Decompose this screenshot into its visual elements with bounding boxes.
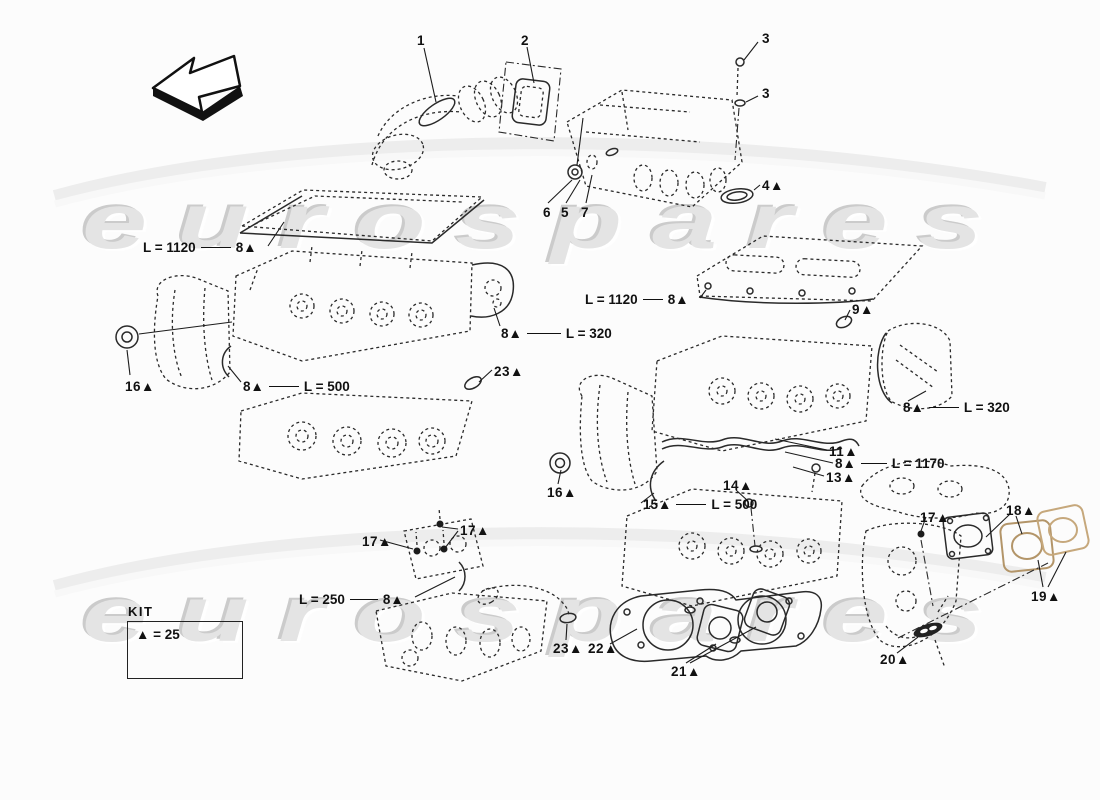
o-ring-9 — [835, 315, 853, 329]
o-ring-23-upper — [464, 376, 482, 390]
cam-housing-left-drawing — [221, 345, 473, 480]
measure-8-L320-left[interactable]: 8▲L = 320 — [501, 326, 612, 341]
kit-title: KIT — [128, 604, 154, 619]
measure-8-L320-right[interactable]: 8▲L = 320 — [903, 400, 1010, 415]
callout-17-left[interactable]: 17▲ — [362, 534, 392, 549]
callout-5[interactable]: 5 — [561, 205, 570, 220]
seal-16-center — [549, 452, 571, 474]
bolt-3-drawing — [734, 57, 746, 161]
front-cover-left-drawing — [115, 274, 233, 390]
callout-22[interactable]: 22▲ — [588, 641, 618, 656]
callout-2[interactable]: 2 — [521, 33, 530, 48]
stud-17-c — [436, 520, 444, 528]
callout-23-lower[interactable]: 23▲ — [553, 641, 583, 656]
callout-21[interactable]: 21▲ — [671, 664, 701, 679]
callout-20[interactable]: 20▲ — [880, 652, 910, 667]
seal-16-left — [115, 325, 139, 349]
valve-part-13 — [811, 463, 821, 473]
gasket-19 — [1036, 504, 1090, 556]
callout-3-top[interactable]: 3 — [762, 31, 771, 46]
gasket-2-drawing — [498, 61, 562, 142]
callout-7[interactable]: 7 — [581, 205, 590, 220]
intake-elbow-drawing — [371, 76, 519, 180]
kit-legend: KIT ▲ = 25 — [127, 604, 243, 679]
o-ring-1 — [418, 97, 456, 127]
cover-plate-right-drawing — [876, 322, 953, 410]
callout-19[interactable]: 19▲ — [1031, 589, 1061, 604]
stud-17-b — [440, 545, 448, 553]
callout-23-upper[interactable]: 23▲ — [494, 364, 524, 379]
stud-17-a — [413, 547, 421, 555]
gasket-18-a — [942, 512, 994, 560]
callout-17-right[interactable]: 17▲ — [920, 510, 950, 525]
gasket-18-b — [999, 519, 1055, 573]
measure-8-L500[interactable]: 8▲L = 500 — [243, 379, 350, 394]
callout-6[interactable]: 6 — [543, 205, 552, 220]
kit-box: ▲ = 25 — [127, 621, 243, 679]
callout-4[interactable]: 4▲ — [762, 178, 784, 193]
bolt-17-right — [917, 530, 925, 538]
callout-13[interactable]: 13▲ — [826, 470, 856, 485]
callout-9[interactable]: 9▲ — [852, 302, 874, 317]
small-parts-5-6-7-drawing — [567, 117, 619, 180]
callout-17-mid[interactable]: 17▲ — [460, 523, 490, 538]
measure-8-L1170[interactable]: 8▲L = 1170 — [835, 456, 945, 471]
callout-1[interactable]: 1 — [417, 33, 426, 48]
callout-11[interactable]: 11▲ — [829, 444, 859, 459]
back-arrow-icon[interactable] — [151, 54, 243, 121]
callout-18[interactable]: 18▲ — [1006, 503, 1036, 518]
kit-value: ▲ = 25 — [136, 627, 180, 642]
callout-16-center[interactable]: 16▲ — [547, 485, 577, 500]
callout-16-left[interactable]: 16▲ — [125, 379, 155, 394]
callout-3-bottom[interactable]: 3 — [762, 86, 771, 101]
front-cover-center-drawing — [549, 374, 658, 491]
callout-14[interactable]: 14▲ — [723, 478, 753, 493]
measure-15-L500[interactable]: 15▲L = 500 — [643, 497, 758, 512]
